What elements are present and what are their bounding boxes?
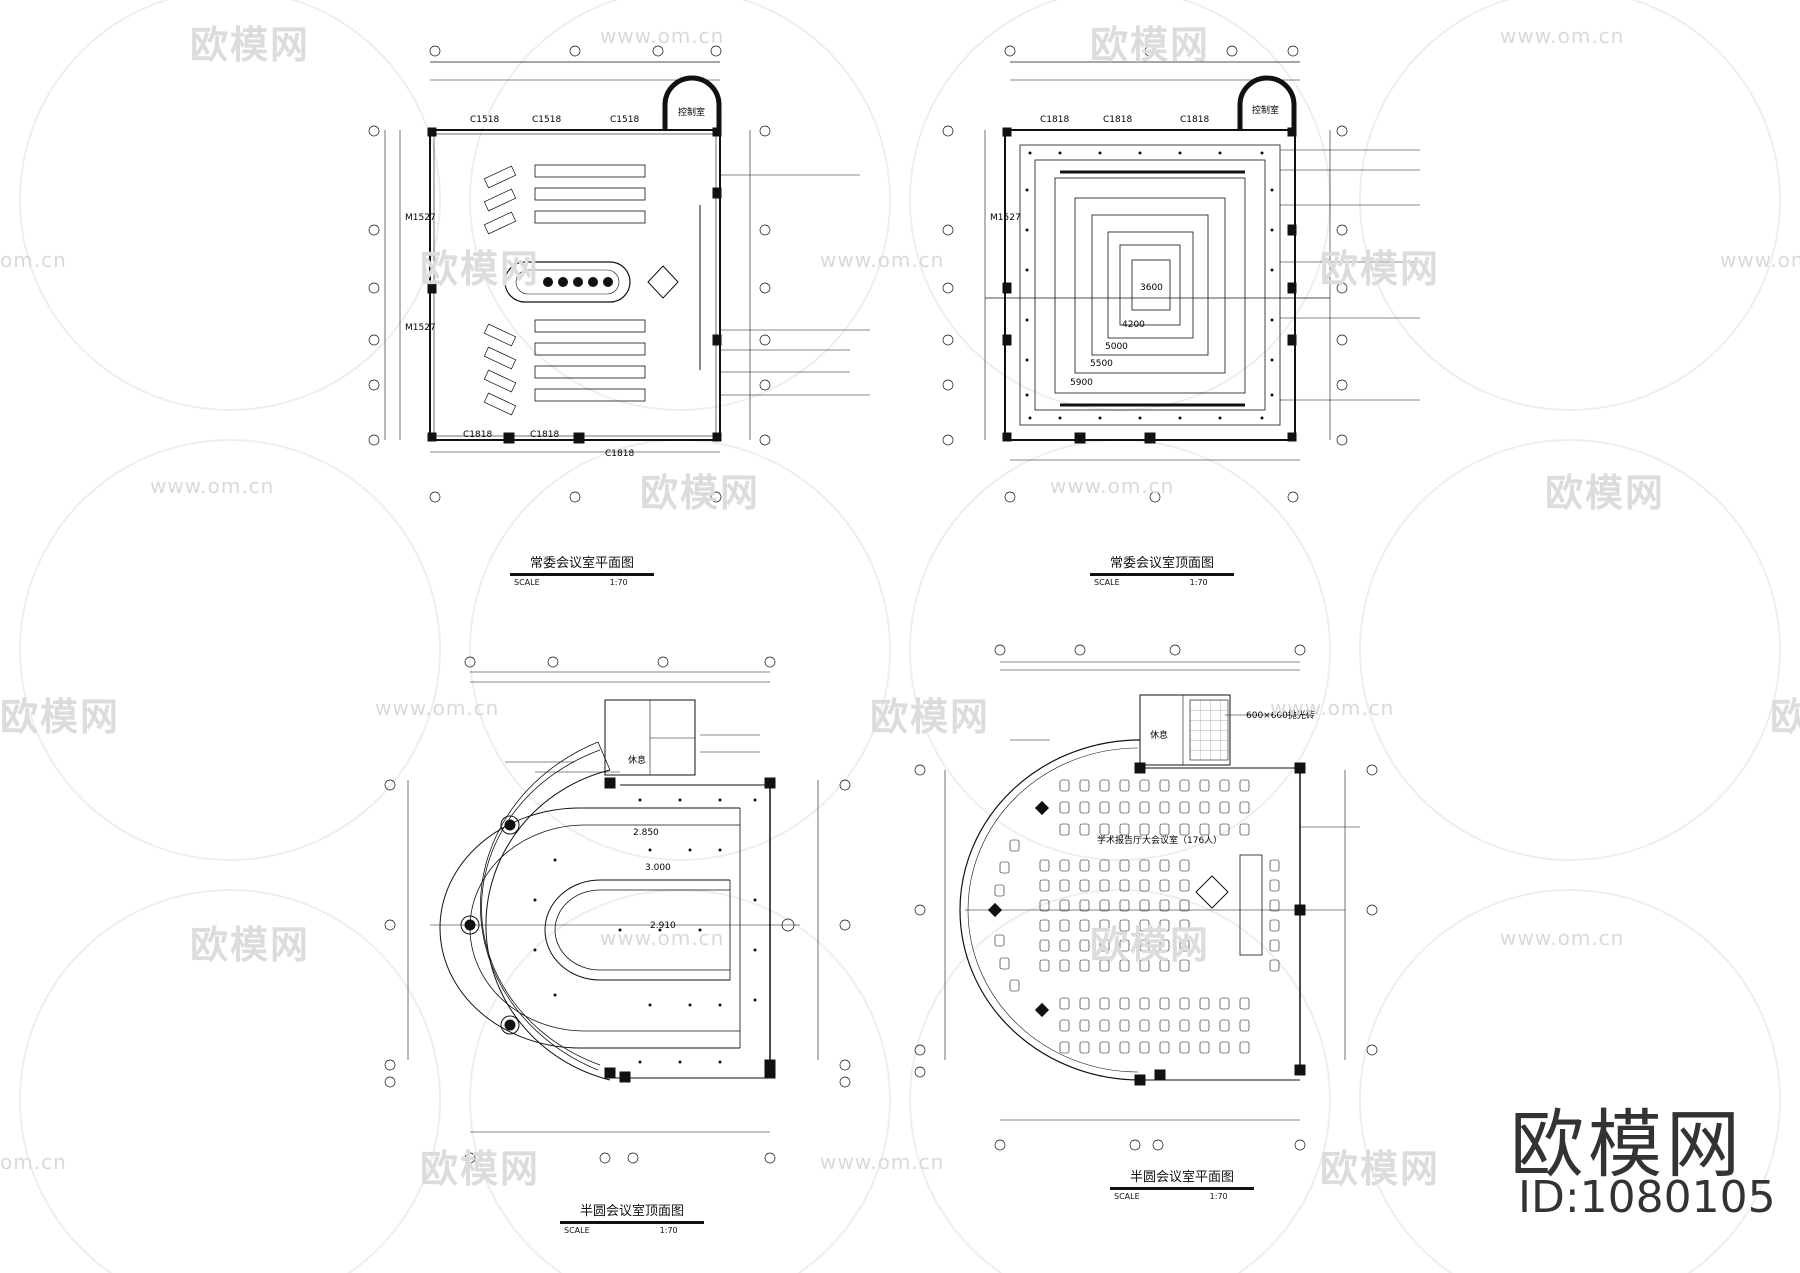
watermark-url-2: www.om.cn <box>1500 24 1625 48</box>
drawing-title: 常委会议室顶面图 <box>1090 552 1235 576</box>
watermark-logo-11: 欧模网 <box>1090 923 1211 967</box>
scale-value: 1:70 <box>659 1226 678 1235</box>
watermark-url-9: www.om.cn <box>1500 926 1625 950</box>
ceiling-tr-label-door: M1527 <box>990 213 1021 223</box>
scale-value: 1:70 <box>609 578 628 587</box>
watermark-url-7: www.om.cn <box>1270 696 1395 720</box>
ceiling-top-right <box>942 45 1420 503</box>
drawing-title: 半圆会议室平面图 <box>1110 1166 1255 1190</box>
brand-id-text: ID:1080105 <box>1518 1172 1776 1223</box>
watermark-url-6: www.om.cn <box>375 696 500 720</box>
scale-label: SCALE <box>1114 1192 1140 1201</box>
drawing-title: 常委会议室平面图 <box>510 552 655 576</box>
watermark-url-short-2: om.cn <box>0 1150 67 1174</box>
drawing-title: 半圆会议室顶面图 <box>560 1200 705 1224</box>
watermark-url-short-3: www.om.cn <box>1720 248 1800 272</box>
watermark-logo-2: 欧模网 <box>1090 23 1211 67</box>
ceiling-bl-label-level-2: 3.000 <box>645 863 671 873</box>
plan-tl-label-window-3: C1518 <box>610 115 639 125</box>
watermark-logo-6: 欧模网 <box>1545 471 1666 515</box>
title-block-ceiling-bl: 半圆会议室顶面图 SCALE 1:70 <box>560 1200 705 1235</box>
ceiling-bl-label-level-3: 2.910 <box>650 921 676 931</box>
watermark-logo-8: 欧模网 <box>870 695 991 739</box>
plan-br-label-hall: 学术报告厅大会议室（176人） <box>1097 834 1222 846</box>
title-block-ceiling-tr: 常委会议室顶面图 SCALE 1:70 <box>1090 552 1235 587</box>
ceiling-tr-label-dim-2: 4200 <box>1122 320 1145 330</box>
watermark-logo-13: 欧模网 <box>1320 1147 1441 1191</box>
watermark-logo-4: 欧模网 <box>1320 247 1441 291</box>
watermark-url-3: www.om.cn <box>820 248 945 272</box>
watermark-logo-3: 欧模网 <box>420 247 541 291</box>
plan-tl-label-door-1: M1527 <box>405 213 436 223</box>
plan-tl-label-control-room: 控制室 <box>678 106 705 118</box>
plan-tl-label-window-2: C1518 <box>532 115 561 125</box>
title-block-plan-br: 半圆会议室平面图 SCALE 1:70 <box>1110 1166 1255 1201</box>
scale-label: SCALE <box>514 578 540 587</box>
watermark-logo-5: 欧模网 <box>640 471 761 515</box>
ceiling-tr-label-window-2: C1818 <box>1103 115 1132 125</box>
watermark-url-10: www.om.cn <box>820 1150 945 1174</box>
ceiling-tr-label-dim-1: 3600 <box>1140 283 1163 293</box>
ceiling-bottom-left <box>384 656 851 1164</box>
plan-br-label-rest: 休息 <box>1150 729 1168 741</box>
scale-value: 1:70 <box>1189 578 1208 587</box>
seat-grid-upper <box>1059 779 1250 836</box>
plan-tl-label-window-1: C1518 <box>470 115 499 125</box>
watermark-circles <box>19 0 1781 1273</box>
plan-top-left <box>368 45 870 503</box>
plan-tl-label-door-2: M1527 <box>405 323 436 333</box>
brand-logo-text: 欧模网 <box>1510 1102 1744 1188</box>
watermark-logo-10: 欧模网 <box>190 923 311 967</box>
watermark-url-short-1: om.cn <box>0 248 67 272</box>
plan-tl-label-window-5: C1818 <box>530 430 559 440</box>
watermark-url-5: www.om.cn <box>1050 474 1175 498</box>
ceiling-tr-label-window-3: C1818 <box>1180 115 1209 125</box>
ceiling-tr-label-window-1: C1818 <box>1040 115 1069 125</box>
seat-grid-lower <box>1059 997 1250 1054</box>
ceiling-tr-label-dim-5: 5900 <box>1070 378 1093 388</box>
watermark-url-8: www.om.cn <box>600 926 725 950</box>
scale-label: SCALE <box>1094 578 1120 587</box>
watermark-url-4: www.om.cn <box>150 474 275 498</box>
watermark-logo-9: 欧模网 <box>1770 695 1800 739</box>
watermark-url-1: www.om.cn <box>600 24 725 48</box>
ceiling-bl-label-rest: 休息 <box>628 754 646 766</box>
ceiling-tr-label-control-room: 控制室 <box>1252 104 1279 116</box>
watermark-logo-7: 欧模网 <box>0 695 121 739</box>
plan-br-label-tile: 600×600抛光砖 <box>1246 709 1315 721</box>
plan-tl-label-window-4: C1818 <box>463 430 492 440</box>
plan-bottom-right <box>914 644 1378 1151</box>
title-block-plan-tl: 常委会议室平面图 SCALE 1:70 <box>510 552 655 587</box>
seat-grid-middle <box>1039 854 1280 972</box>
watermark-logo-1: 欧模网 <box>190 23 311 67</box>
scale-value: 1:70 <box>1209 1192 1228 1201</box>
plan-tl-label-window-6: C1818 <box>605 449 634 459</box>
ceiling-tr-label-dim-3: 5000 <box>1105 342 1128 352</box>
ceiling-bl-label-level-1: 2.850 <box>633 828 659 838</box>
scale-label: SCALE <box>564 1226 590 1235</box>
ceiling-tr-label-dim-4: 5500 <box>1090 359 1113 369</box>
watermark-logo-12: 欧模网 <box>420 1147 541 1191</box>
